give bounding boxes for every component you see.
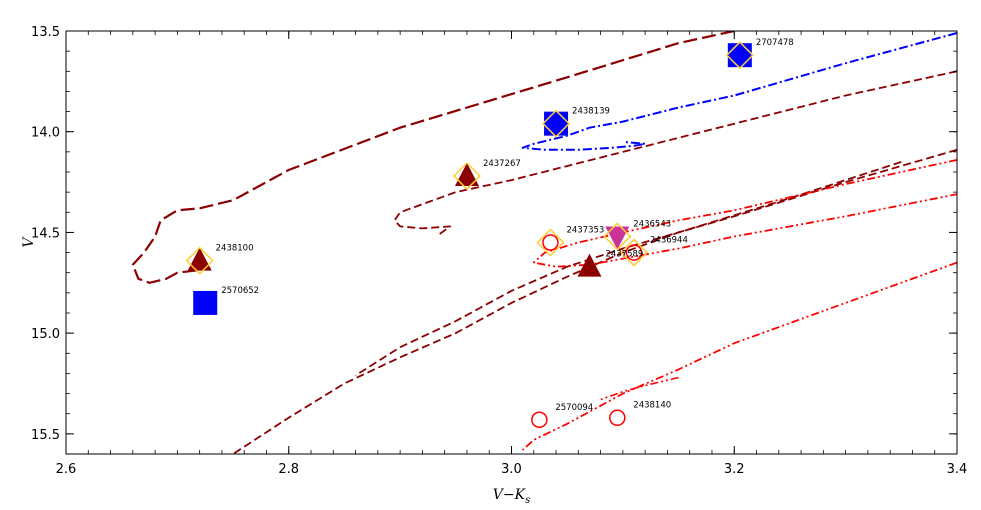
model-curve-2 <box>393 70 957 236</box>
star-marker-2437267 <box>452 161 482 191</box>
star-marker-2570652 <box>193 290 218 315</box>
star-label-2570652: 2570652 <box>221 286 259 296</box>
star-label-2437589: 2437589 <box>605 250 643 260</box>
x-tick-label: 3.4 <box>947 462 968 477</box>
model-curve-7 <box>521 261 957 451</box>
diamond-overlay-marker <box>185 246 214 275</box>
open-circle-marker <box>531 411 548 429</box>
y-axis-ticks: 13.5 14.0 14.5 15.0 15.5 <box>31 25 957 455</box>
y-tick-label: 15.5 <box>31 428 60 443</box>
x-tick-label: 2.8 <box>278 462 299 477</box>
model-curve-6 <box>532 159 957 268</box>
star-label-2438139: 2438139 <box>572 107 610 117</box>
y-tick-label: 13.5 <box>31 25 60 40</box>
star-markers <box>185 41 754 429</box>
star-marker-2438100 <box>185 246 214 275</box>
x-tick-label: 3.2 <box>724 462 745 477</box>
model-curve-8 <box>600 376 679 401</box>
x-tick-label: 3.0 <box>501 462 522 477</box>
star-marker-2570094 <box>531 411 548 429</box>
star-marker-2707478 <box>725 41 754 70</box>
triangle-up-marker <box>577 253 602 277</box>
open-circle-marker <box>609 409 626 426</box>
star-marker-2436944 <box>619 238 649 267</box>
x-axis-title-subscript: s <box>525 495 530 506</box>
star-marker-2437589 <box>577 253 602 277</box>
triangle-down-marker <box>605 226 630 250</box>
star-marker-2437353 <box>536 228 565 257</box>
diamond-overlay-marker <box>452 161 482 191</box>
star-label-2438100: 2438100 <box>216 244 254 254</box>
model-curve-1 <box>131 31 735 284</box>
diamond-overlay-marker <box>725 41 754 70</box>
x-axis-title-main: V−K <box>493 487 527 503</box>
y-tick-label: 14.5 <box>31 226 60 241</box>
model-curve-4 <box>355 161 902 377</box>
diamond-overlay-marker <box>536 228 565 257</box>
y-tick-label: 15.0 <box>31 327 60 342</box>
star-label-2707478: 2707478 <box>756 38 794 48</box>
star-label-2437267: 2437267 <box>483 159 521 169</box>
star-labels: 2707478 2438139 2437267 2436543 2437353 24369… <box>216 38 794 413</box>
star-marker-2438140 <box>609 409 626 426</box>
open-circle-marker <box>625 244 643 261</box>
x-axis-ticks: 2.6 2.8 3.0 3.2 3.4 <box>56 31 968 477</box>
diamond-overlay-marker <box>619 238 649 267</box>
y-tick-label: 14.0 <box>31 126 60 141</box>
model-curve-5 <box>521 32 957 151</box>
star-marker-2438139 <box>541 109 571 138</box>
triangle-up-marker <box>187 247 212 271</box>
x-tick-label: 2.6 <box>56 462 77 477</box>
star-label-2436543: 2436543 <box>633 219 671 229</box>
diamond-overlay-marker <box>541 109 571 138</box>
y-axis-title: V <box>21 236 37 248</box>
square-marker <box>193 290 218 315</box>
star-label-2570094: 2570094 <box>555 403 593 413</box>
star-label-2437353: 2437353 <box>566 226 604 236</box>
star-label-2436944: 2436944 <box>650 236 688 246</box>
star-label-2438140: 2438140 <box>633 401 671 411</box>
open-circle-marker <box>542 234 559 251</box>
x-axis-title: V−Ks <box>493 487 530 506</box>
square-marker <box>727 43 752 68</box>
diamond-overlay-marker <box>603 222 632 251</box>
model-curves <box>131 31 957 454</box>
star-marker-2436543 <box>603 222 632 251</box>
square-marker <box>544 111 569 136</box>
triangle-up-marker <box>454 163 479 187</box>
